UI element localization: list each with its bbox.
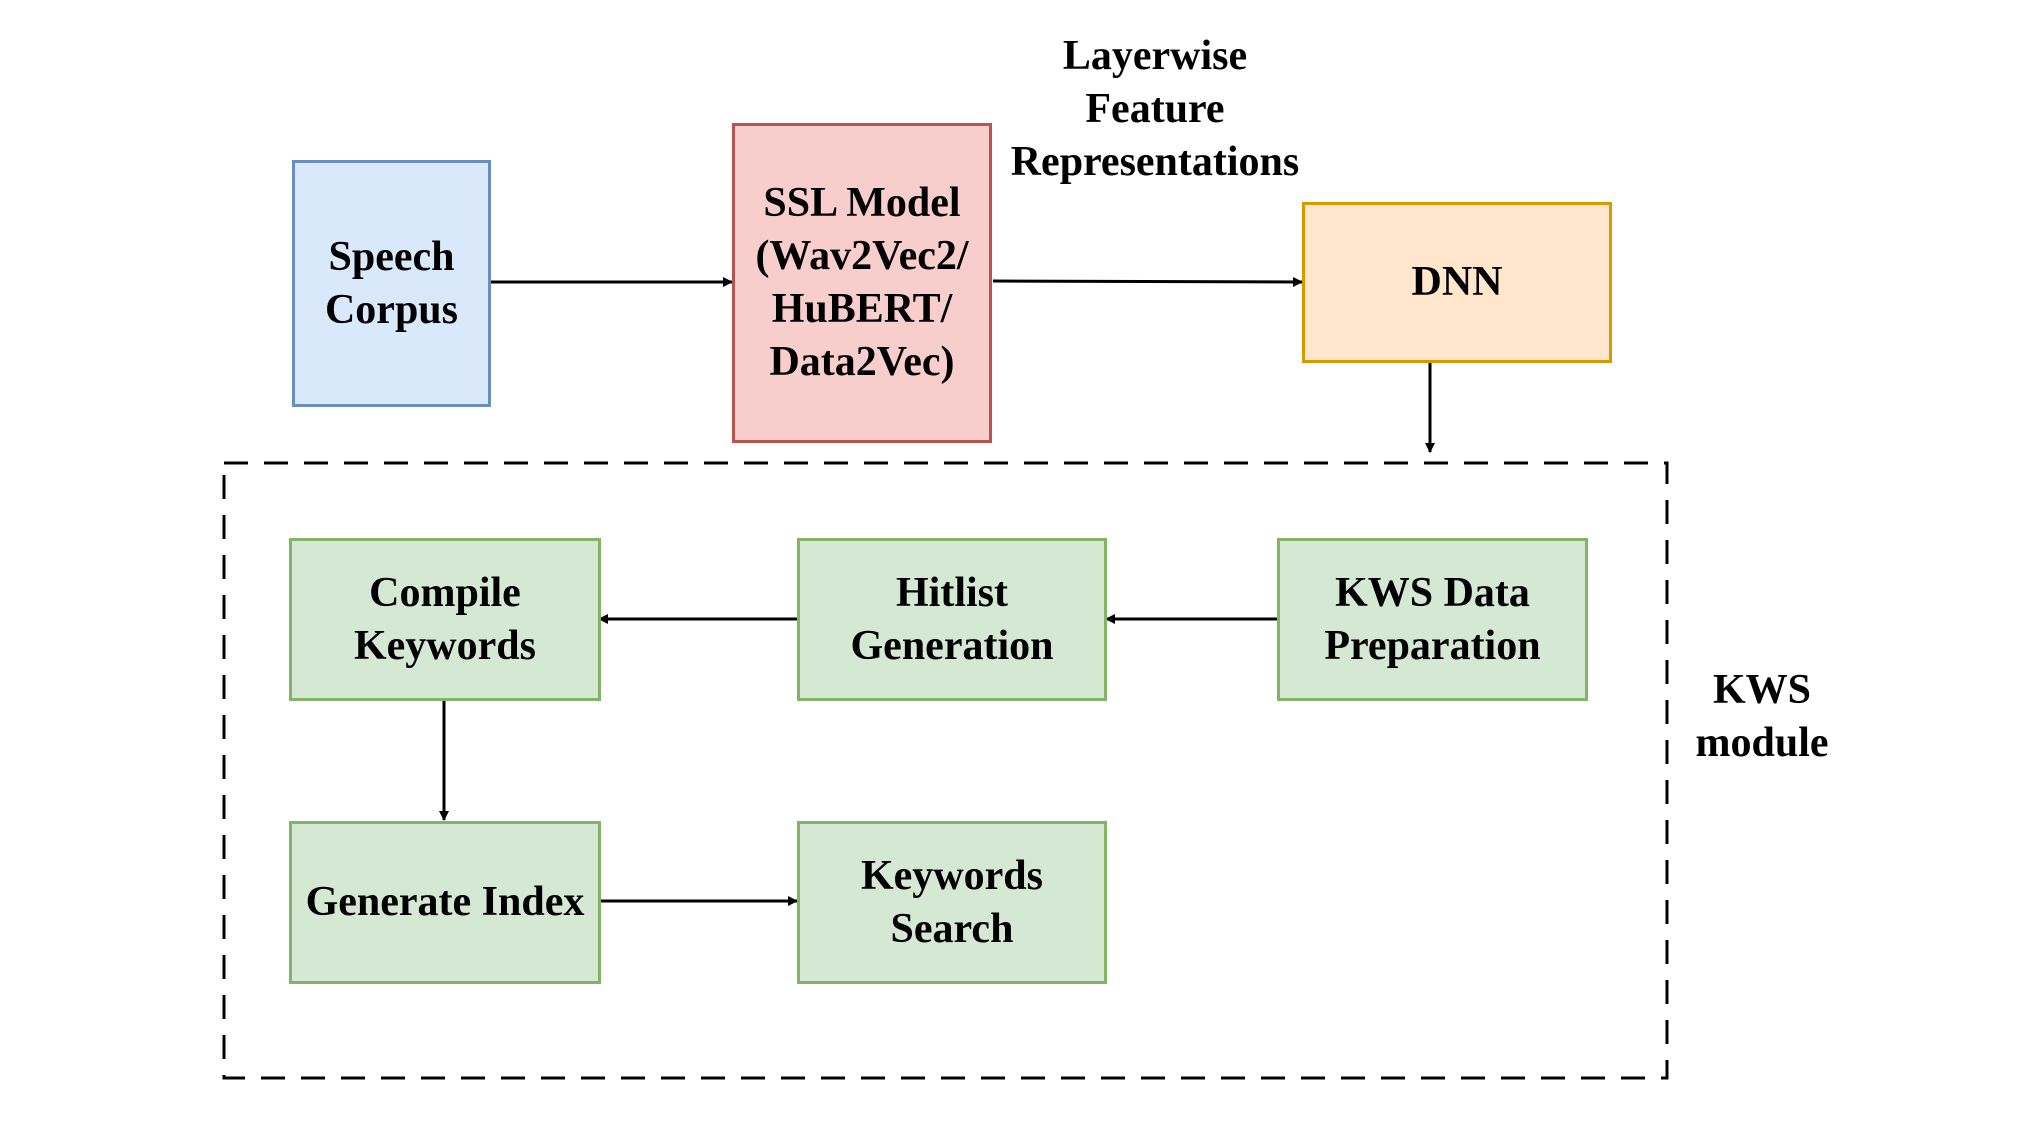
layerwise-features-label: Layerwise Feature Representations (1010, 33, 1300, 185)
kws-module-boundary (222, 461, 1669, 1080)
kws-module-label: KWS module (1695, 667, 1829, 766)
generate-index-node: Generate Index (289, 821, 601, 984)
hitlist-generation-node: Hitlist Generation (797, 538, 1107, 701)
ssl-model-node: SSL Model (Wav2Vec2/ HuBERT/ Data2Vec) (732, 123, 992, 443)
speech-corpus-node: Speech Corpus (292, 160, 491, 407)
compile-keywords-node: Compile Keywords (289, 538, 601, 701)
kws-data-preparation-node: KWS Data Preparation (1277, 538, 1588, 701)
dnn-node: DNN (1302, 202, 1612, 363)
arrow-ssl-to-dnn (992, 276, 1303, 287)
keywords-search-node: Keywords Search (797, 821, 1107, 984)
